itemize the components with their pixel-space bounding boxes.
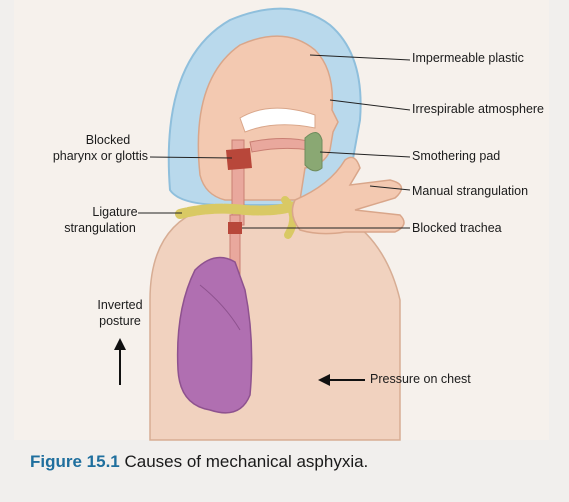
label-inverted-line2: posture <box>75 314 165 328</box>
trachea-blockage <box>228 222 242 234</box>
label-smothering-pad: Smothering pad <box>412 149 500 163</box>
label-inverted-line1: Inverted <box>75 298 165 312</box>
label-manual-strangulation: Manual strangulation <box>412 184 528 198</box>
pharynx-blockage <box>226 148 252 170</box>
label-blocked-pharynx-line1: Blocked <box>58 133 158 147</box>
inverted-arrow-head <box>114 338 126 350</box>
smothering-pad-shape <box>305 132 322 170</box>
label-blocked-pharynx-line2: pharynx or glottis <box>22 149 148 163</box>
figure-number: Figure 15.1 <box>30 452 120 471</box>
figure-caption: Figure 15.1 Causes of mechanical asphyxi… <box>30 452 368 472</box>
label-ligature-line2: strangulation <box>50 221 150 235</box>
ligature-rope <box>180 206 295 214</box>
label-irrespirable-atmosphere: Irrespirable atmosphere <box>412 102 544 116</box>
label-pressure-on-chest: Pressure on chest <box>370 372 471 386</box>
label-ligature-line1: Ligature <box>70 205 160 219</box>
label-blocked-trachea: Blocked trachea <box>412 221 502 235</box>
caption-text: Causes of mechanical asphyxia. <box>120 452 369 471</box>
label-impermeable-plastic: Impermeable plastic <box>412 51 524 65</box>
